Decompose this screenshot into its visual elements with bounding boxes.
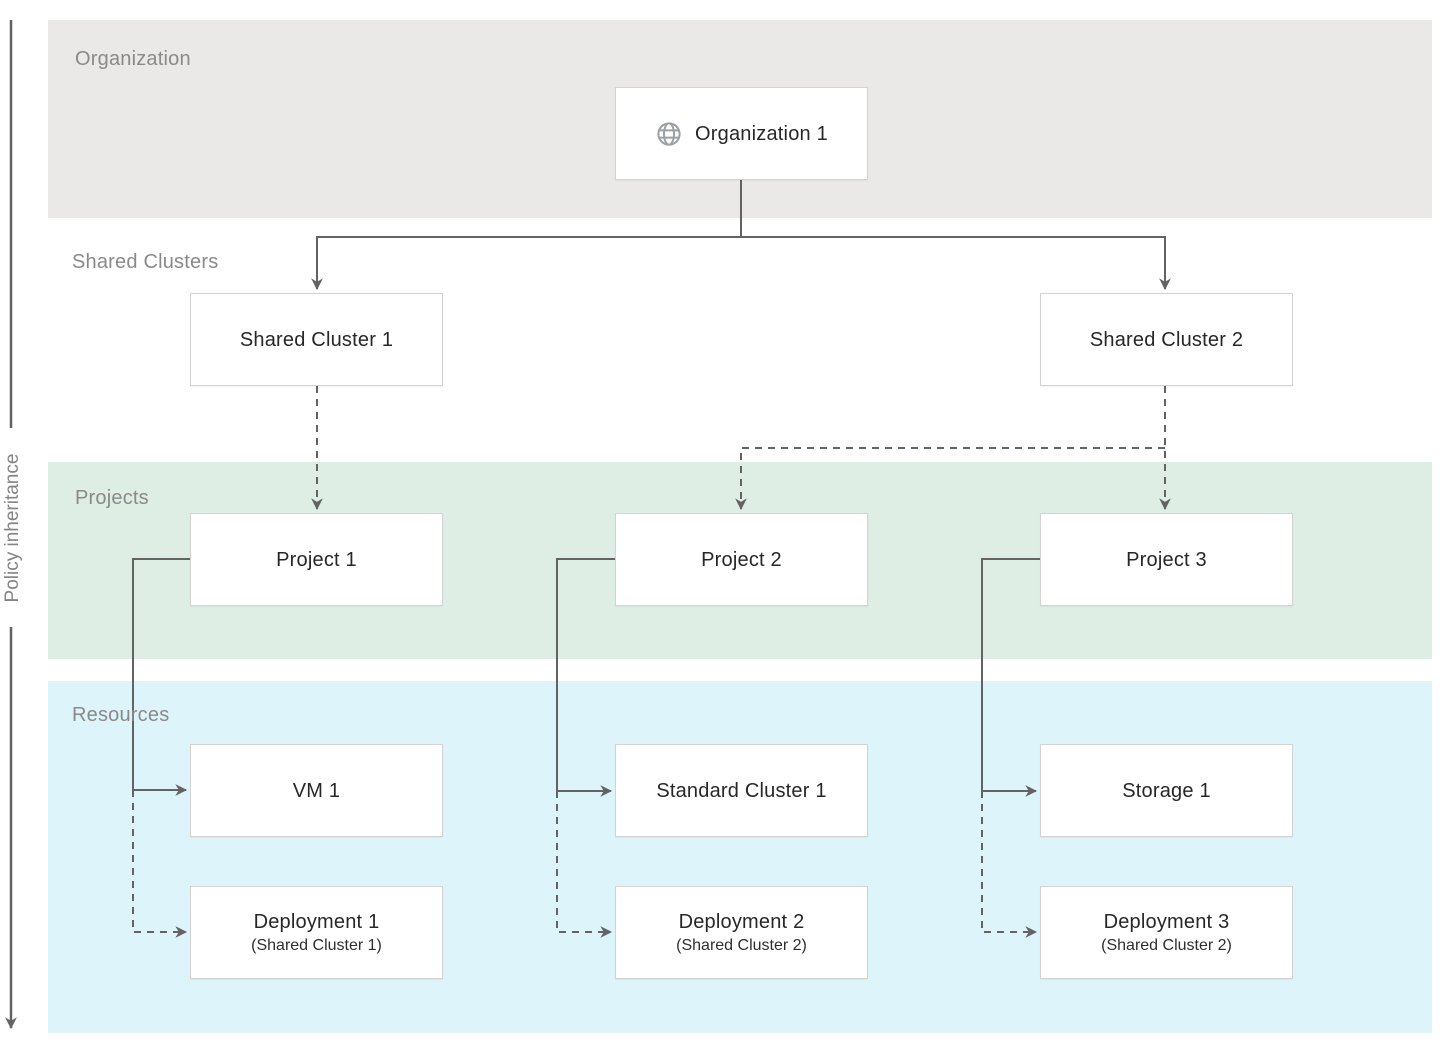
node-vm-1: VM 1: [190, 744, 443, 837]
globe-icon: [657, 121, 681, 146]
edge-project2-standardcluster1: [556, 558, 615, 797]
node-deployment-3: Deployment 3 (Shared Cluster 2): [1040, 886, 1293, 979]
node-shared-cluster-2: Shared Cluster 2: [1040, 293, 1293, 386]
edge-sharedcluster2-project2: [735, 447, 1165, 511]
node-label: Deployment 1: [253, 910, 380, 933]
node-project-3: Project 3: [1040, 513, 1293, 606]
edge-project1-vm1: [132, 558, 190, 796]
node-standard-cluster-1: Standard Cluster 1: [615, 744, 868, 837]
band-label-resources: Resources: [72, 704, 170, 726]
edge-project3-deployment3: [981, 791, 1038, 938]
node-storage-1: Storage 1: [1040, 744, 1293, 837]
node-label: Deployment 3: [1103, 910, 1230, 933]
node-label: Storage 1: [1122, 779, 1211, 802]
node-label: VM 1: [292, 779, 341, 802]
node-organization-1: Organization 1: [615, 87, 868, 180]
node-label: Project 3: [1126, 548, 1207, 571]
node-label: Deployment 2: [678, 910, 805, 933]
band-label-organization: Organization: [75, 48, 191, 70]
policy-inheritance-label: Policy inheritance: [2, 453, 23, 603]
node-label: Shared Cluster 2: [1089, 328, 1244, 351]
node-label: Project 2: [701, 548, 782, 571]
node-label: Shared Cluster 1: [239, 328, 394, 351]
node-label: Project 1: [276, 548, 357, 571]
band-label-shared-clusters: Shared Clusters: [72, 251, 219, 273]
node-label: Standard Cluster 1: [656, 779, 827, 802]
node-sublabel: (Shared Cluster 2): [676, 936, 807, 954]
edge-project1-deployment1: [132, 790, 188, 938]
node-label: Organization 1: [695, 122, 828, 145]
node-sublabel: (Shared Cluster 2): [1101, 936, 1232, 954]
node-deployment-1: Deployment 1 (Shared Cluster 1): [190, 886, 443, 979]
band-label-projects: Projects: [75, 487, 149, 509]
node-project-2: Project 2: [615, 513, 868, 606]
node-project-1: Project 1: [190, 513, 443, 606]
node-sublabel: (Shared Cluster 1): [251, 936, 382, 954]
node-deployment-2: Deployment 2 (Shared Cluster 2): [615, 886, 868, 979]
node-shared-cluster-1: Shared Cluster 1: [190, 293, 443, 386]
edge-project2-deployment2: [556, 791, 613, 938]
edge-project3-storage1: [981, 558, 1040, 797]
